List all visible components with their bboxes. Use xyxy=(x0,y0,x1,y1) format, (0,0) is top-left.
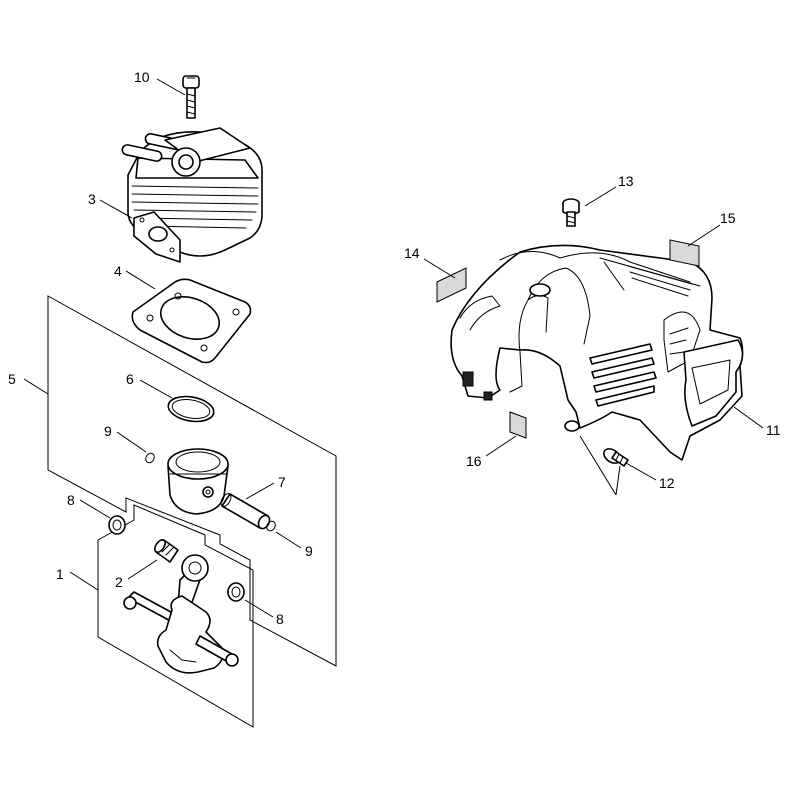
callout-13: 13 xyxy=(618,173,634,189)
callout-15: 15 xyxy=(720,210,736,226)
callout-2: 2 xyxy=(115,574,123,590)
washer-part-8-left xyxy=(108,515,126,535)
callout-14: 14 xyxy=(404,245,420,261)
callout-8-right: 8 xyxy=(276,611,284,627)
piston-pin-part-7 xyxy=(220,493,271,530)
callout-4: 4 xyxy=(114,263,122,279)
screw-part-13 xyxy=(562,198,580,227)
circlip-part-9-left xyxy=(145,452,155,464)
cylinder-part-3 xyxy=(121,127,263,263)
group-frame-1 xyxy=(97,504,254,728)
callout-10: 10 xyxy=(134,69,150,85)
callout-6: 6 xyxy=(126,371,134,387)
crankshaft-part-1 xyxy=(123,554,239,674)
cylinder-bolt-part-10 xyxy=(182,75,200,119)
label-pad-part-14 xyxy=(436,267,467,303)
group-frame-5 xyxy=(47,295,337,667)
callout-5: 5 xyxy=(8,371,16,387)
label-pad-part-16 xyxy=(509,411,527,439)
needle-bearing-part-2 xyxy=(154,539,179,563)
leader-lines xyxy=(23,78,764,618)
callout-1: 1 xyxy=(56,566,64,582)
callout-9-left: 9 xyxy=(104,423,112,439)
label-pad-part-15 xyxy=(669,239,700,267)
callout-11: 11 xyxy=(766,422,781,438)
callout-7: 7 xyxy=(278,474,286,490)
callout-9-right: 9 xyxy=(305,543,313,559)
cylinder-cover-part-11 xyxy=(450,244,744,461)
washer-part-8-right xyxy=(227,582,245,602)
callout-labels: 10 3 4 5 6 9 7 8 9 2 1 8 13 14 15 11 16 … xyxy=(8,69,781,627)
gasket-part-4 xyxy=(131,278,252,364)
piston xyxy=(167,448,229,515)
callout-3: 3 xyxy=(88,191,96,207)
callout-12: 12 xyxy=(659,475,675,491)
screw-part-12 xyxy=(603,448,629,467)
piston-ring-part-6 xyxy=(167,395,215,423)
callout-16: 16 xyxy=(466,453,482,469)
callout-8-left: 8 xyxy=(67,492,75,508)
circlip-part-9-right xyxy=(266,520,276,532)
